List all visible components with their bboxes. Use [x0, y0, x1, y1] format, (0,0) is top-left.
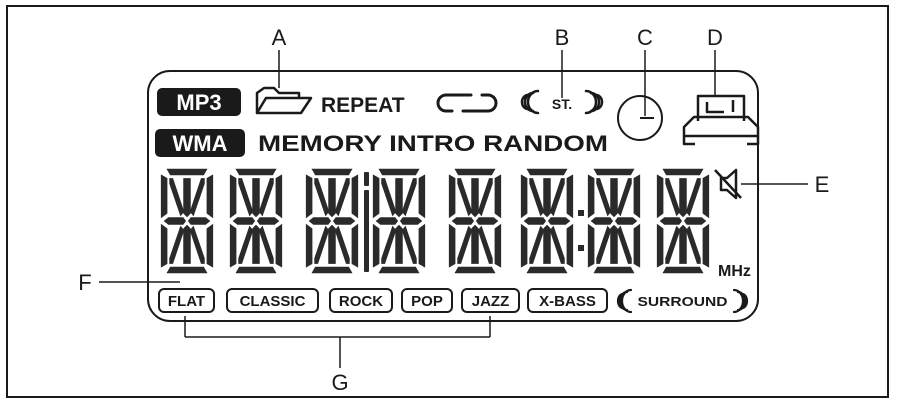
- digit-4: [372, 168, 426, 274]
- eq-modes: FLAT CLASSIC ROCK POP JAZZ X-BASS: [158, 288, 608, 313]
- colon-bottom-dot: [578, 245, 584, 251]
- leader-lines: [99, 50, 808, 368]
- eq-mode-box-jazz: [461, 288, 520, 313]
- digit-8: [656, 168, 710, 274]
- callout-g: G: [331, 370, 348, 395]
- separator-bar: [364, 190, 369, 272]
- stereo-label: ST.: [552, 96, 572, 112]
- surround-waves-icon: [616, 288, 749, 314]
- stereo-waves-icon: [520, 89, 604, 115]
- digit-3: [305, 168, 359, 274]
- eq-mode-jazz: JAZZ: [472, 293, 510, 310]
- callout-a: A: [272, 25, 287, 50]
- eq-mode-pop: POP: [411, 293, 443, 310]
- lcd-panel: [147, 70, 759, 322]
- sleep-bed-icon: [682, 94, 760, 146]
- callout-d: D: [707, 25, 723, 50]
- digit-1: [160, 168, 214, 274]
- callout-f: F: [78, 270, 91, 295]
- repeat-label: REPEAT: [321, 94, 405, 117]
- digit-6: [520, 168, 574, 274]
- callout-b: B: [555, 25, 570, 50]
- segment-digits: [160, 168, 710, 274]
- clock-icon: [617, 95, 663, 141]
- separator-top-bar: [364, 172, 369, 186]
- callout-e: E: [815, 172, 830, 197]
- wma-badge: [155, 129, 245, 157]
- surround-label: SURROUND: [638, 294, 728, 309]
- mhz-unit-label: MHz: [718, 263, 751, 280]
- repeat-loop-icon: [436, 93, 498, 113]
- folder-icon: [255, 86, 313, 115]
- mp3-badge-label: MP3: [176, 90, 221, 115]
- mute-speaker-icon: [714, 168, 742, 200]
- digit-5: [448, 168, 502, 274]
- eq-mode-rock: ROCK: [339, 293, 383, 310]
- eq-mode-box-flat: [158, 288, 215, 313]
- digit-2: [229, 168, 283, 274]
- mp3-badge: [157, 88, 241, 116]
- eq-mode-box-rock: [329, 288, 393, 313]
- eq-mode-flat: FLAT: [168, 293, 205, 310]
- eq-mode-box-classic: [226, 288, 319, 313]
- callout-c: C: [637, 25, 653, 50]
- wma-badge-label: WMA: [173, 131, 228, 156]
- eq-mode-box-pop: [401, 288, 453, 313]
- memory-intro-random-label: MEMORY INTRO RANDOM: [258, 131, 608, 156]
- eq-mode-xbass: X-BASS: [539, 293, 596, 310]
- separator-marks: [364, 172, 584, 272]
- outer-frame: [6, 5, 889, 398]
- colon-top-dot: [578, 210, 584, 216]
- eq-mode-box-xbass: [527, 288, 608, 313]
- eq-mode-classic: CLASSIC: [240, 293, 306, 310]
- digit-7: [587, 168, 641, 274]
